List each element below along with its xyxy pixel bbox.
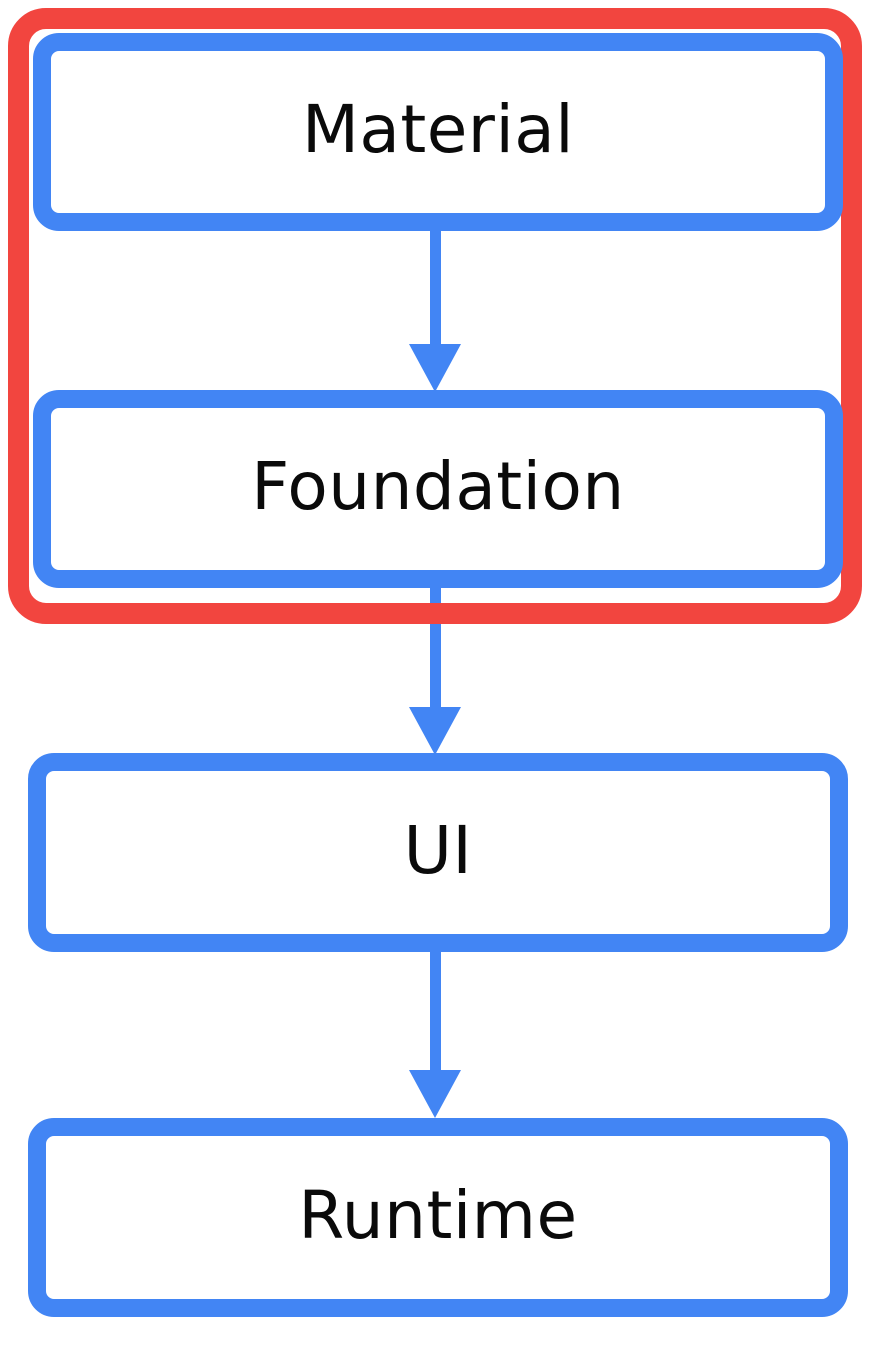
node-foundation-label: Foundation xyxy=(251,448,625,525)
arrow-head-icon xyxy=(409,707,461,755)
arrow-line xyxy=(429,588,441,707)
highlight-group-material-foundation xyxy=(8,8,862,624)
arrow-foundation-to-ui xyxy=(409,588,461,755)
node-ui: UI xyxy=(28,753,848,952)
node-ui-label: UI xyxy=(403,811,473,889)
arrow-line xyxy=(429,231,441,344)
arrow-material-to-foundation xyxy=(409,231,461,392)
node-material-label: Material xyxy=(301,91,575,168)
arrow-head-icon xyxy=(409,1070,461,1118)
node-runtime-label: Runtime xyxy=(298,1176,578,1254)
arrow-head-icon xyxy=(409,344,461,392)
node-foundation: Foundation xyxy=(33,390,843,588)
arrow-line xyxy=(429,952,441,1070)
node-runtime: Runtime xyxy=(28,1118,848,1317)
arrow-ui-to-runtime xyxy=(409,952,461,1118)
node-material: Material xyxy=(33,33,843,231)
